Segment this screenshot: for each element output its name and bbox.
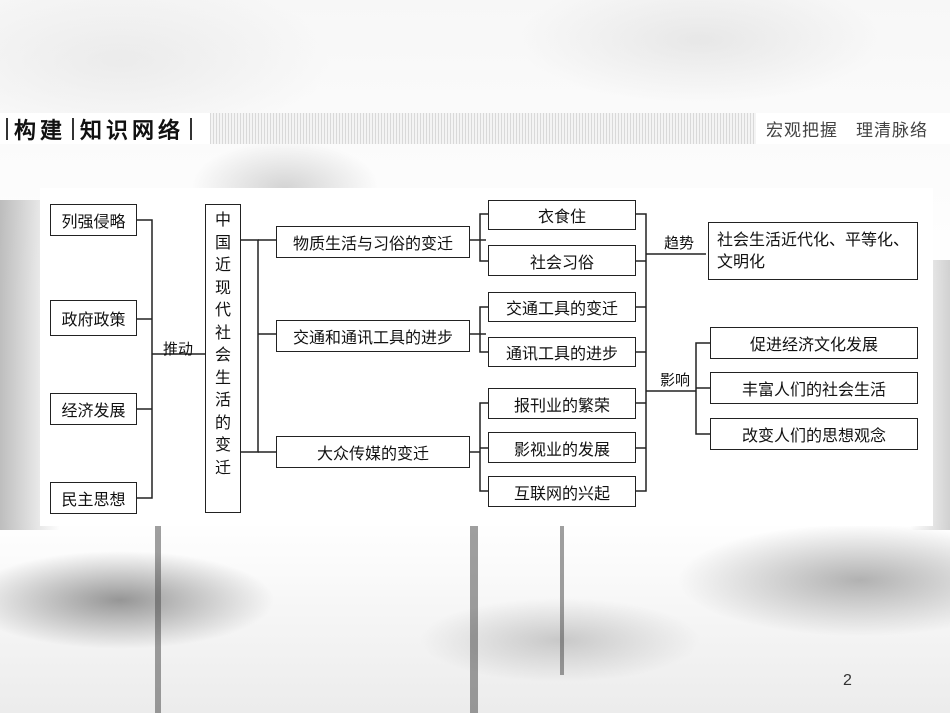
center-topic-char: 的 bbox=[214, 412, 231, 432]
center-topic-char: 会 bbox=[214, 345, 231, 364]
influence-box: 改变人们的思想观念 bbox=[710, 418, 918, 450]
aspect-box: 大众传媒的变迁 bbox=[276, 436, 470, 468]
trend-box: 社会生活近代化、平等化、文明化 bbox=[708, 222, 918, 280]
background-stem bbox=[560, 525, 564, 675]
center-topic-char: 变 bbox=[214, 435, 231, 454]
driver-box: 民主思想 bbox=[50, 482, 137, 514]
title-part-2: 知识网络 bbox=[80, 118, 185, 144]
drive-label: 推动 bbox=[163, 340, 194, 358]
section-title: 构建 知识网络 bbox=[0, 113, 210, 144]
title-part-1: 构建 bbox=[14, 118, 67, 144]
background-stem bbox=[155, 525, 161, 713]
center-topic-char: 社 bbox=[214, 322, 231, 342]
connector-lines bbox=[137, 213, 710, 499]
knowledge-network-diagram: 列强侵略 政府政策 经济发展 民主思想 推动 中 国 近 现 代 社 会 生 活… bbox=[40, 188, 933, 526]
section-subtitle: 宏观把握 理清脉络 bbox=[756, 113, 950, 144]
detail-box: 社会习俗 bbox=[488, 245, 636, 276]
center-topic-char: 现 bbox=[214, 277, 231, 297]
center-topic-char: 迁 bbox=[214, 457, 231, 477]
page-number: 2 bbox=[843, 672, 852, 689]
detail-box: 交通工具的变迁 bbox=[488, 292, 636, 322]
center-topic-char: 近 bbox=[214, 255, 231, 274]
influence-label: 影响 bbox=[660, 371, 691, 389]
detail-box: 报刊业的繁荣 bbox=[488, 388, 636, 419]
driver-box: 经济发展 bbox=[50, 393, 137, 425]
title-divider bbox=[6, 117, 8, 140]
detail-box: 互联网的兴起 bbox=[488, 476, 636, 507]
trend-label: 趋势 bbox=[664, 234, 695, 252]
center-topic: 中 国 近 现 代 社 会 生 活 的 变 迁 bbox=[205, 204, 241, 513]
center-topic-char: 生 bbox=[214, 367, 231, 387]
driver-box: 列强侵略 bbox=[50, 204, 137, 236]
influence-box: 丰富人们的社会生活 bbox=[710, 372, 918, 404]
center-topic-char: 活 bbox=[214, 390, 231, 409]
section-header: 构建 知识网络 宏观把握 理清脉络 bbox=[0, 113, 950, 144]
aspect-box: 交通和通讯工具的进步 bbox=[276, 320, 470, 352]
background-stem bbox=[470, 525, 478, 713]
center-topic-char: 中 bbox=[214, 210, 231, 229]
aspect-box: 物质生活与习俗的变迁 bbox=[276, 226, 470, 258]
detail-box: 衣食住 bbox=[488, 200, 636, 230]
title-divider bbox=[72, 117, 75, 140]
detail-box: 影视业的发展 bbox=[488, 432, 636, 463]
center-topic-char: 代 bbox=[214, 300, 231, 319]
center-topic-char: 国 bbox=[214, 232, 231, 252]
detail-box: 通讯工具的进步 bbox=[488, 337, 636, 367]
influence-box: 促进经济文化发展 bbox=[710, 327, 918, 359]
title-divider bbox=[190, 117, 193, 140]
driver-box: 政府政策 bbox=[50, 300, 137, 336]
